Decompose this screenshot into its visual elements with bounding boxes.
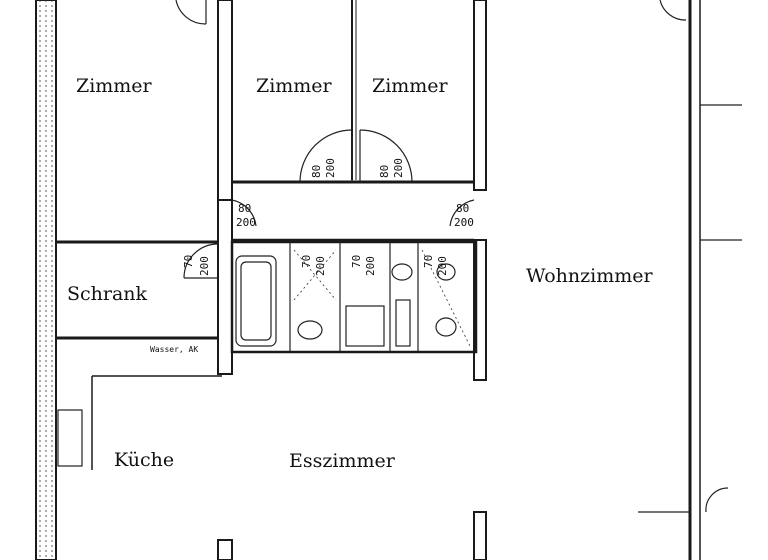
right-outer-wall <box>688 0 742 560</box>
zimmer-left-walls <box>56 0 233 244</box>
dim-schrank-a: 70 <box>182 255 195 268</box>
dim-hall-left-b: 200 <box>236 216 256 229</box>
room-schrank: Schrank <box>67 283 148 305</box>
dim-mid-right-b: 200 <box>392 158 405 178</box>
left-outer-wall <box>35 0 57 560</box>
dim-mid-left-b: 200 <box>324 158 337 178</box>
dim-mid-right-a: 80 <box>378 165 391 178</box>
dim-bath-3b: 200 <box>436 256 449 276</box>
zimmer-mid-walls <box>232 0 687 191</box>
dimension-labels: 80 200 80 200 80 200 80 200 70 200 70 20… <box>150 158 474 354</box>
dim-bath-3a: 70 <box>422 255 435 268</box>
dim-bath-1a: 70 <box>300 255 313 268</box>
dim-hall-left-a: 80 <box>238 202 251 215</box>
schrank-walls <box>56 199 233 375</box>
room-kueche: Küche <box>114 449 174 471</box>
dim-bath-2a: 70 <box>350 255 363 268</box>
small-note: Wasser, AK <box>150 345 198 354</box>
room-zimmer-left: Zimmer <box>76 75 153 97</box>
room-zimmer-mid: Zimmer <box>256 75 333 97</box>
kitchen-walls <box>57 239 729 560</box>
dim-mid-left-a: 80 <box>310 165 323 178</box>
room-zimmer-right: Zimmer <box>372 75 449 97</box>
room-esszimmer: Esszimmer <box>289 450 396 472</box>
dim-schrank-b: 200 <box>198 256 211 276</box>
dim-hall-right-b: 200 <box>454 216 474 229</box>
hall-walls <box>231 199 475 242</box>
dim-bath-2b: 200 <box>364 256 377 276</box>
room-wohnzimmer: Wohnzimmer <box>526 265 654 287</box>
bathroom-block <box>230 240 478 354</box>
dim-bath-1b: 200 <box>314 256 327 276</box>
dim-hall-right-a: 80 <box>456 202 469 215</box>
